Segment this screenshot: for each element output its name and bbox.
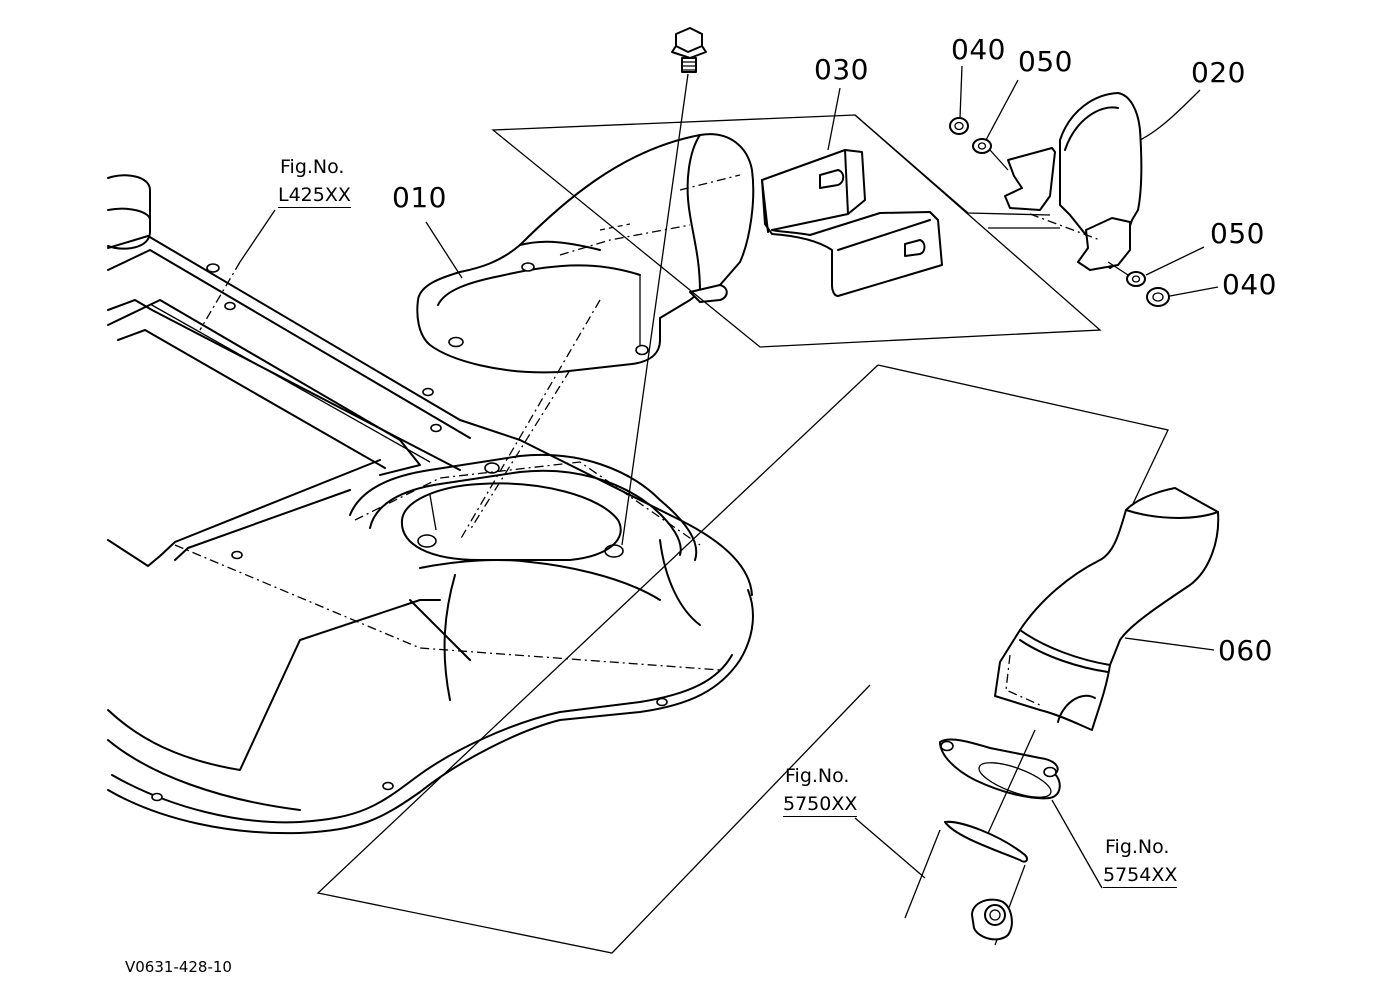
exhaust-pipe-060 bbox=[316, 364, 1220, 954]
flange bbox=[939, 729, 1061, 841]
callout-020: 020 bbox=[1191, 56, 1246, 89]
bracket-030 bbox=[761, 149, 943, 297]
fig-ref-5754-line2: 5754XX bbox=[1103, 864, 1178, 888]
base-plate bbox=[107, 174, 754, 835]
center-line-010b bbox=[469, 369, 571, 531]
fig-ref-l425-line1: Fig.No. bbox=[280, 156, 345, 178]
callout-050-top: 050 bbox=[1018, 45, 1073, 78]
washer-050-bottom bbox=[1126, 271, 1146, 287]
callout-030: 030 bbox=[814, 53, 869, 86]
leader-lines bbox=[199, 65, 1219, 889]
callout-010: 010 bbox=[392, 181, 447, 214]
explode-frame-top bbox=[491, 114, 1102, 348]
nut-bottom bbox=[971, 898, 1013, 941]
fig-ref-5754-line1: Fig.No. bbox=[1105, 836, 1170, 858]
explode-frame-bottom bbox=[877, 364, 1169, 511]
callout-050-bottom: 050 bbox=[1210, 217, 1265, 250]
callout-040-top: 040 bbox=[951, 33, 1006, 66]
axis-line-bottom bbox=[1107, 261, 1129, 276]
callout-040-bottom: 040 bbox=[1222, 268, 1277, 301]
nut-040-bottom bbox=[1146, 287, 1170, 307]
fig-ref-5750-line2: 5750XX bbox=[783, 793, 858, 817]
washer-050-top bbox=[972, 138, 992, 154]
nut-040-top bbox=[949, 117, 969, 135]
fig-ref-l425-line2: L425XX bbox=[278, 184, 351, 208]
drawing-id: V0631-428-10 bbox=[125, 958, 232, 976]
axis-line-top bbox=[989, 149, 1009, 171]
pipe-stub bbox=[904, 820, 1029, 946]
center-line-010 bbox=[459, 299, 601, 541]
cover-020 bbox=[1004, 92, 1143, 271]
fig-ref-5750-line1: Fig.No. bbox=[785, 765, 850, 787]
callout-060: 060 bbox=[1218, 634, 1273, 667]
bolt bbox=[621, 27, 707, 546]
duct-cover-010 bbox=[416, 133, 755, 374]
